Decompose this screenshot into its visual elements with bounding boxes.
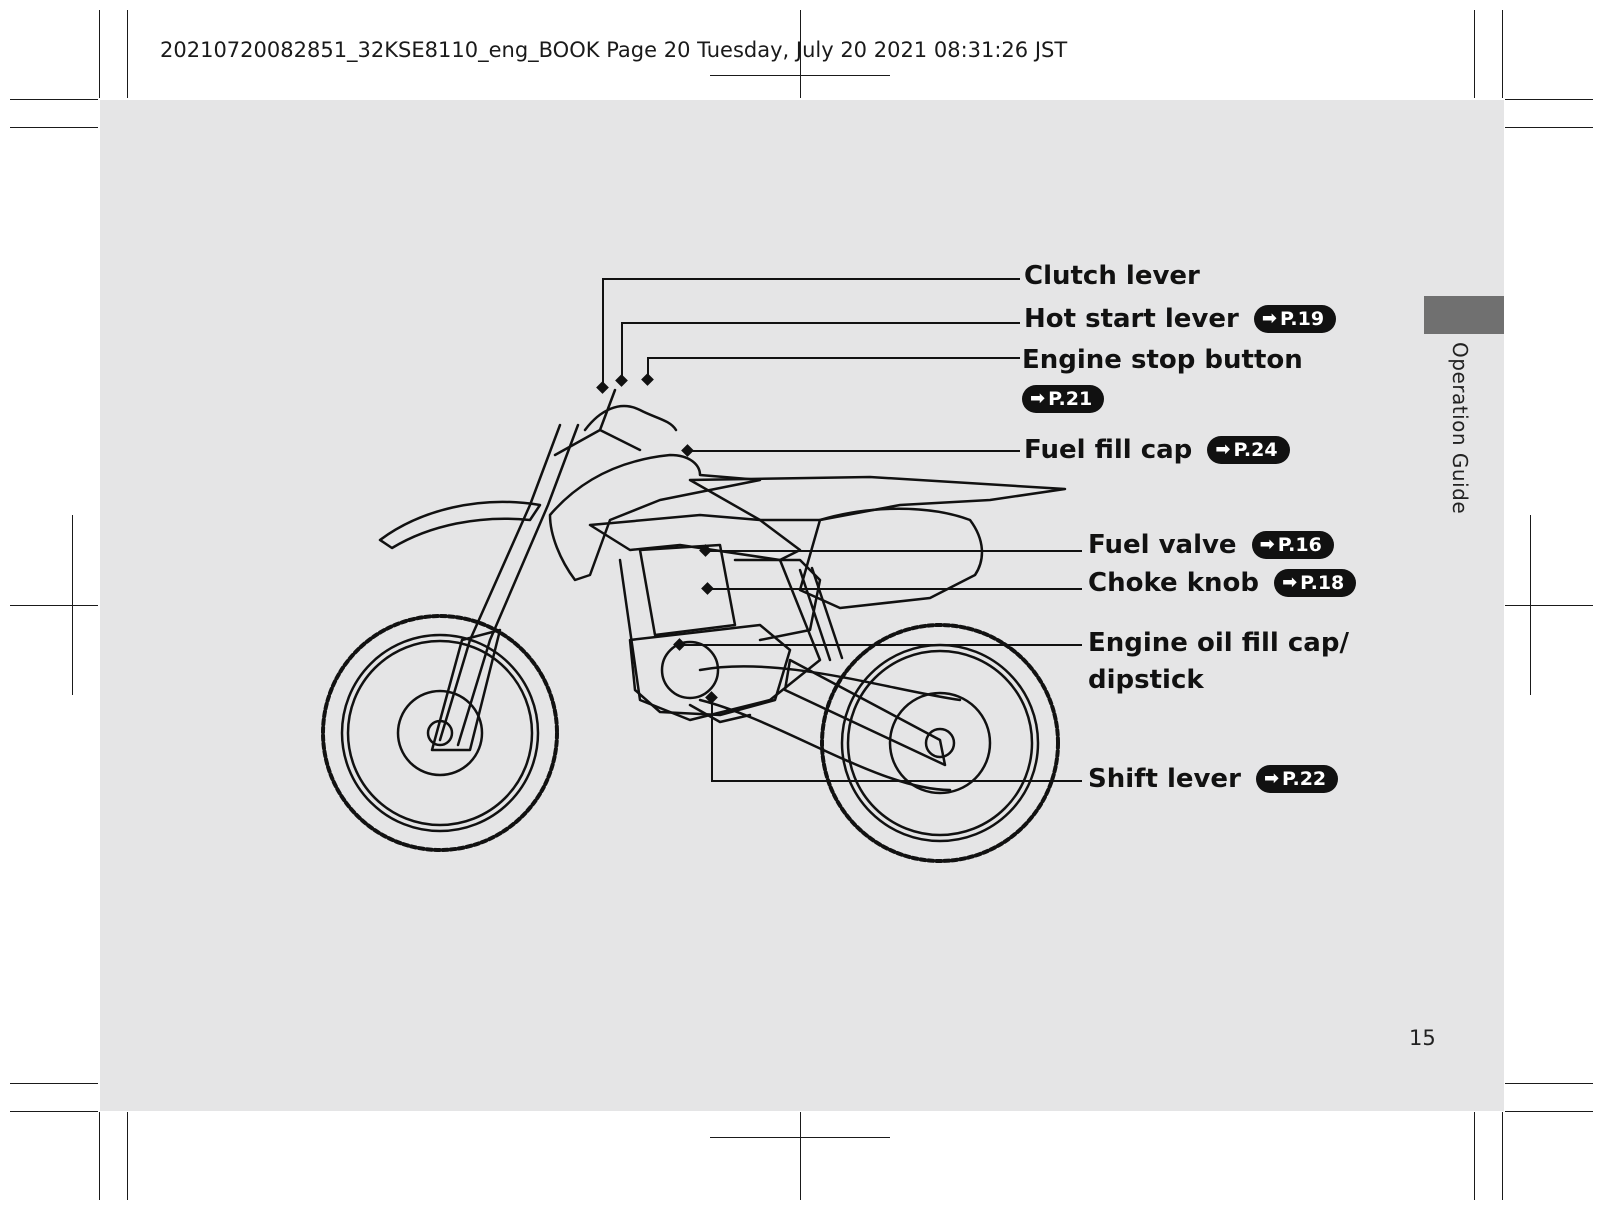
right-arrow-icon: ➡ [1259,534,1275,555]
fuel-tank [548,453,762,582]
fork-guard [430,628,502,752]
leader-clutch-lever [602,278,1020,388]
callout-label: Clutch lever [1024,261,1200,291]
rear-rim-inner [846,649,1034,837]
chain [698,665,962,792]
front-rim [340,633,540,833]
leader-marker [596,381,609,394]
right-arrow-icon: ➡ [1282,572,1298,593]
leader-hot-start-lever [621,322,1020,381]
callout-engine-stop-button-ref: ➡ P.21 [1016,382,1105,416]
leader-marker [701,582,714,595]
crop-mark [1505,605,1593,606]
callout-shift-lever: Shift lever ➡ P.22 [1088,762,1339,796]
right-arrow-icon: ➡ [1261,308,1277,329]
swingarm [783,658,947,767]
rear-hub [924,727,956,759]
page-reference-label: P.18 [1300,572,1345,594]
seat [688,475,1067,522]
crop-mark [1505,127,1593,128]
page-reference-link[interactable]: ➡ P.16 [1251,531,1334,559]
handlebar [553,388,678,457]
crop-mark [10,99,98,100]
side-panel [798,507,984,610]
callout-engine-stop-button: Engine stop button [1022,343,1303,377]
crop-mark [1505,1111,1593,1112]
page-number: 15 [1409,1026,1436,1050]
crop-mark [1502,10,1503,98]
callout-choke-knob: Choke knob ➡ P.18 [1088,566,1357,600]
callout-engine-oil-fill-cap: Engine oil fill cap/ dipstick [1088,626,1349,697]
crop-mark [1474,1112,1475,1200]
clutch-cover [660,640,720,700]
callout-clutch-lever: Clutch lever [1024,259,1200,293]
frame [618,558,822,722]
page-reference-label: P.22 [1282,768,1327,790]
right-arrow-icon: ➡ [1030,388,1046,409]
exhaust-pipe [733,558,822,642]
right-arrow-icon: ➡ [1263,768,1280,789]
rear-shock [798,566,844,662]
leader-marker [673,638,686,651]
section-title: Operation Guide [1448,342,1472,515]
callout-label: Choke knob [1088,568,1260,598]
radiator-shroud [588,513,802,562]
callout-hot-start-lever: Hot start lever ➡ P.19 [1024,302,1337,336]
crop-mark [710,75,890,76]
crop-mark [10,1083,98,1084]
right-arrow-icon: ➡ [1215,439,1231,460]
leader-marker [681,444,694,457]
shift-lever-part [688,703,752,724]
file-info-header: 20210720082851_32KSE8110_eng_BOOK Page 2… [160,38,1068,62]
front-brake-disc [396,689,484,777]
rear-sprocket [888,691,992,795]
callout-label: dipstick [1088,665,1204,695]
callout-label: Engine oil fill cap/ [1088,628,1349,658]
callout-label: Shift lever [1088,764,1241,794]
front-tire [321,614,559,852]
crop-mark [800,1112,801,1200]
crop-mark [1505,1083,1593,1084]
crop-mark [127,10,128,98]
page-panel [100,100,1504,1111]
crop-mark [99,10,100,98]
crop-mark [800,10,801,98]
callout-fuel-fill-cap: Fuel fill cap ➡ P.24 [1024,433,1290,467]
page-reference-link[interactable]: ➡ P.24 [1207,436,1290,464]
engine-cylinder [638,543,737,637]
page-reference-label: P.21 [1048,388,1093,410]
rear-tire [820,623,1060,863]
page-reference-link[interactable]: ➡ P.22 [1255,765,1339,793]
crop-mark [127,1112,128,1200]
callout-label: Fuel fill cap [1024,435,1193,465]
leader-engine-stop-button [647,357,1020,380]
callout-label: Engine stop button [1022,345,1303,375]
crop-mark [710,1137,890,1138]
crop-mark [99,1112,100,1200]
page-reference-label: P.24 [1233,439,1278,461]
callout-label: Hot start lever [1024,304,1239,334]
front-rim-inner [346,639,534,827]
crop-mark [1505,99,1593,100]
section-tab [1424,296,1504,334]
page-reference-link[interactable]: ➡ P.18 [1274,569,1357,597]
page-reference-label: P.19 [1279,308,1325,330]
leader-marker [615,374,628,387]
front-fender [378,500,542,550]
crop-mark [1502,1112,1503,1200]
crop-mark [10,127,98,128]
page-reference-label: P.16 [1277,534,1322,556]
leader-marker [641,373,654,386]
callout-label: Fuel valve [1088,530,1237,560]
callout-fuel-valve: Fuel valve ➡ P.16 [1088,528,1334,562]
crop-mark [1474,10,1475,98]
front-fork [438,423,580,747]
leader-shift-lever [711,698,1082,782]
page-reference-link[interactable]: ➡ P.21 [1022,385,1105,413]
crop-mark [10,605,98,606]
page-reference-link[interactable]: ➡ P.19 [1253,305,1337,333]
crop-mark [10,1111,98,1112]
